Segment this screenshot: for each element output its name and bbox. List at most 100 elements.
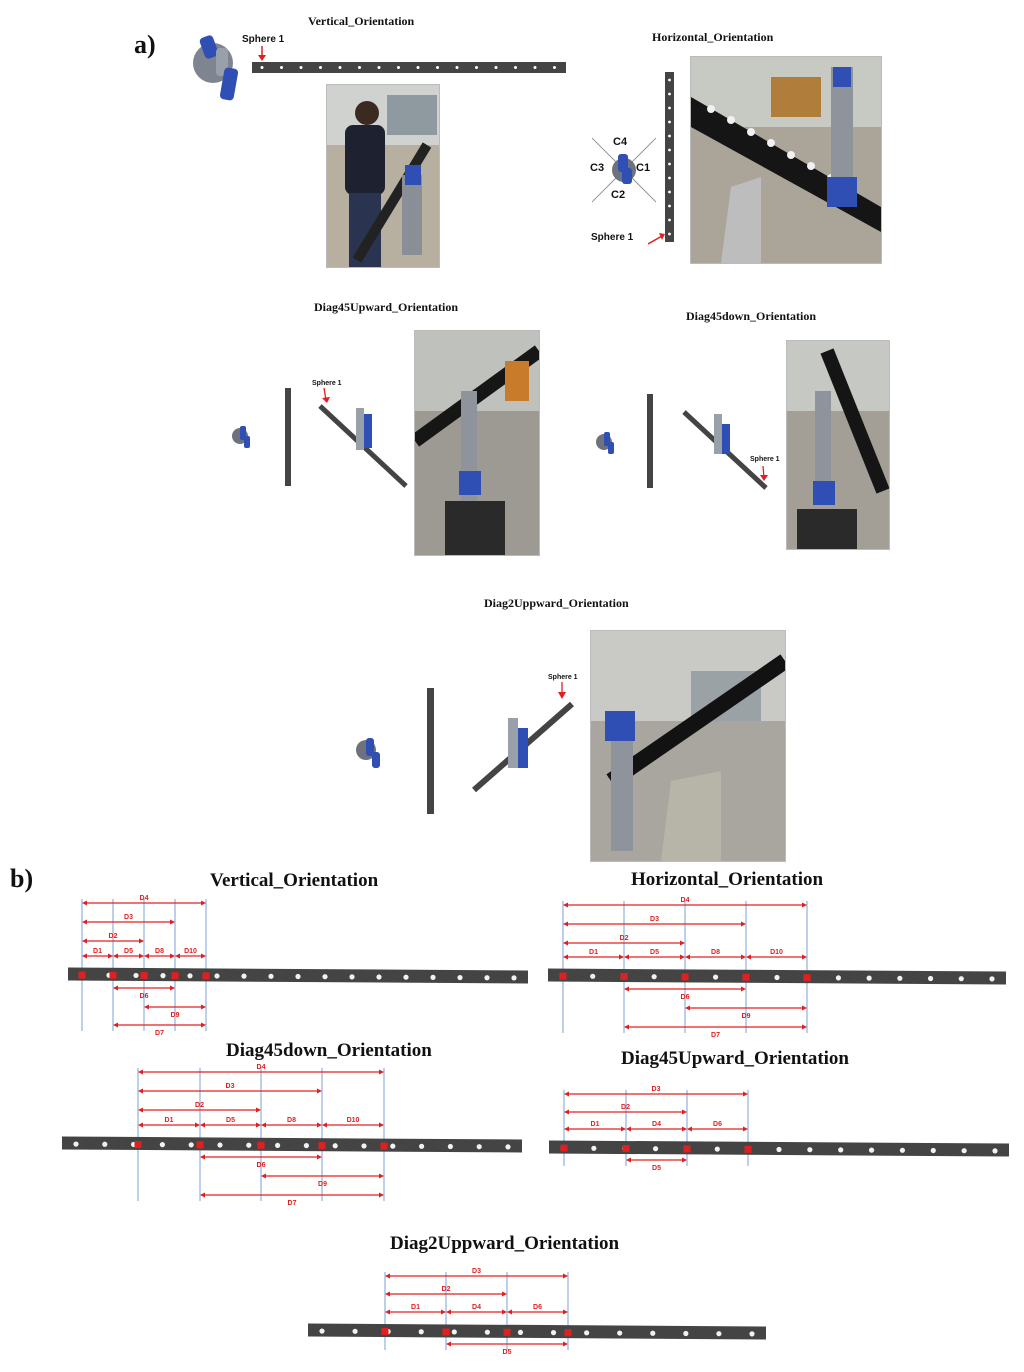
measured-sphere [196, 1141, 204, 1149]
arrowhead-left [624, 1024, 629, 1030]
arrowhead-right [802, 902, 807, 908]
dimension-label: D5 [503, 1349, 512, 1356]
robot-small-icon [232, 426, 250, 448]
horizontal-orientation-title-a: Horizontal_Orientation [652, 30, 774, 44]
sphere-dot [838, 1147, 844, 1153]
arrowhead-right [680, 954, 685, 960]
arrowhead-left [200, 1154, 205, 1160]
arrowhead-right [201, 1004, 206, 1010]
sphere-dot [992, 1148, 998, 1154]
measured-sphere [380, 1142, 388, 1150]
dimension-label: D1 [589, 949, 598, 956]
dimension-label: D2 [195, 1102, 204, 1109]
measured-sphere [134, 1140, 142, 1148]
c2-label: C2 [611, 189, 626, 201]
dimension-label: D6 [257, 1162, 266, 1169]
arrowhead-right [201, 1022, 206, 1028]
c4-label: C4 [613, 136, 628, 148]
measured-sphere [803, 974, 811, 982]
arrowhead-right [379, 1122, 384, 1128]
sphere-dot [319, 1328, 325, 1334]
arrowhead-left [175, 953, 180, 959]
sphere-dot [652, 1146, 659, 1152]
measured-sphere [559, 972, 567, 980]
sphere-dot [511, 975, 517, 981]
artifact-bar-diag45down [682, 410, 768, 490]
diag2up-setup-photo [590, 630, 786, 862]
sphere-dot [749, 1331, 755, 1337]
sphere-dot [533, 66, 537, 69]
artifact-bar-diag2up [472, 701, 574, 793]
dimension-label: D4 [681, 897, 690, 904]
dimension-label: D10 [770, 949, 783, 956]
dimension-label: D1 [411, 1304, 420, 1311]
sphere-dot [319, 66, 322, 69]
measured-sphere [622, 1145, 630, 1153]
sphere-dot [457, 974, 463, 981]
sphere-1-label-diag45down: Sphere 1 [750, 456, 780, 463]
arrowhead-right [563, 1341, 568, 1347]
arrowhead-right [741, 954, 746, 960]
measured-sphere [560, 1144, 568, 1152]
arrowhead-left [564, 1126, 569, 1132]
sphere-dot [349, 974, 355, 980]
sphere-dot [280, 66, 283, 69]
arrowhead-right [139, 953, 144, 959]
measured-sphere [744, 1145, 752, 1153]
artifact-bar [62, 1136, 522, 1153]
diag2up-orientation-title-a: Diag2Uppward_Orientation [484, 596, 629, 610]
dimension-label: D3 [652, 1086, 661, 1093]
sphere-1-label-diag45up: Sphere 1 [312, 380, 342, 387]
artifact-bar-reference [427, 688, 434, 814]
operator-photo [326, 84, 440, 268]
arrowhead-right [195, 1122, 200, 1128]
sphere-dot [217, 1142, 223, 1148]
sphere-dot [961, 1148, 967, 1154]
arrowhead-left [626, 1157, 631, 1163]
sphere-dot [133, 972, 139, 979]
dimension-label: D5 [226, 1117, 235, 1124]
sphere-dot [650, 1330, 656, 1336]
sphere-dot [475, 66, 478, 69]
arrowhead-right [256, 1122, 261, 1128]
arrowhead-left [746, 954, 751, 960]
arrowhead-right [379, 1173, 384, 1179]
measured-sphere [109, 971, 117, 979]
sphere-dot [430, 974, 436, 980]
dimension-label: D1 [591, 1121, 600, 1128]
arrowhead-right [201, 953, 206, 959]
measured-sphere [442, 1328, 450, 1336]
measured-sphere [683, 1145, 691, 1153]
sphere-dot [332, 1143, 338, 1149]
sphere-dot [338, 66, 342, 69]
sphere-dot [866, 975, 872, 981]
sphere-dot [514, 66, 517, 69]
arrowhead-right [621, 1126, 626, 1132]
robot-top-view-icon [591, 137, 657, 203]
arrowhead-right [802, 954, 807, 960]
arrowhead-left [507, 1309, 512, 1315]
sphere-dot [494, 66, 498, 69]
sphere-dot [835, 975, 842, 981]
sphere-1-label-horizontal: Sphere 1 [591, 232, 634, 243]
arrowhead-right [317, 1154, 322, 1160]
arrowhead-left [385, 1309, 390, 1315]
arrowhead-left [82, 919, 87, 925]
arrowhead-left [144, 953, 149, 959]
measured-sphere [78, 971, 86, 979]
arrowhead-left [385, 1273, 390, 1279]
horizontal-orientation-title-b: Horizontal_Orientation [631, 869, 824, 890]
arrowhead-left [82, 953, 87, 959]
dimension-label: D6 [140, 993, 149, 1000]
sphere-dot [930, 1147, 936, 1154]
measured-sphere [620, 972, 628, 980]
arrowhead-left [385, 1291, 390, 1297]
sphere-dot [160, 973, 166, 979]
sphere-dot [716, 1331, 722, 1337]
arrowhead-left [113, 985, 118, 991]
sphere-dot [484, 975, 490, 981]
dimension-label: D1 [93, 948, 102, 955]
dimension-label: D2 [621, 1104, 630, 1111]
red-arrow-icon [258, 46, 266, 61]
sphere-dot [712, 974, 719, 980]
